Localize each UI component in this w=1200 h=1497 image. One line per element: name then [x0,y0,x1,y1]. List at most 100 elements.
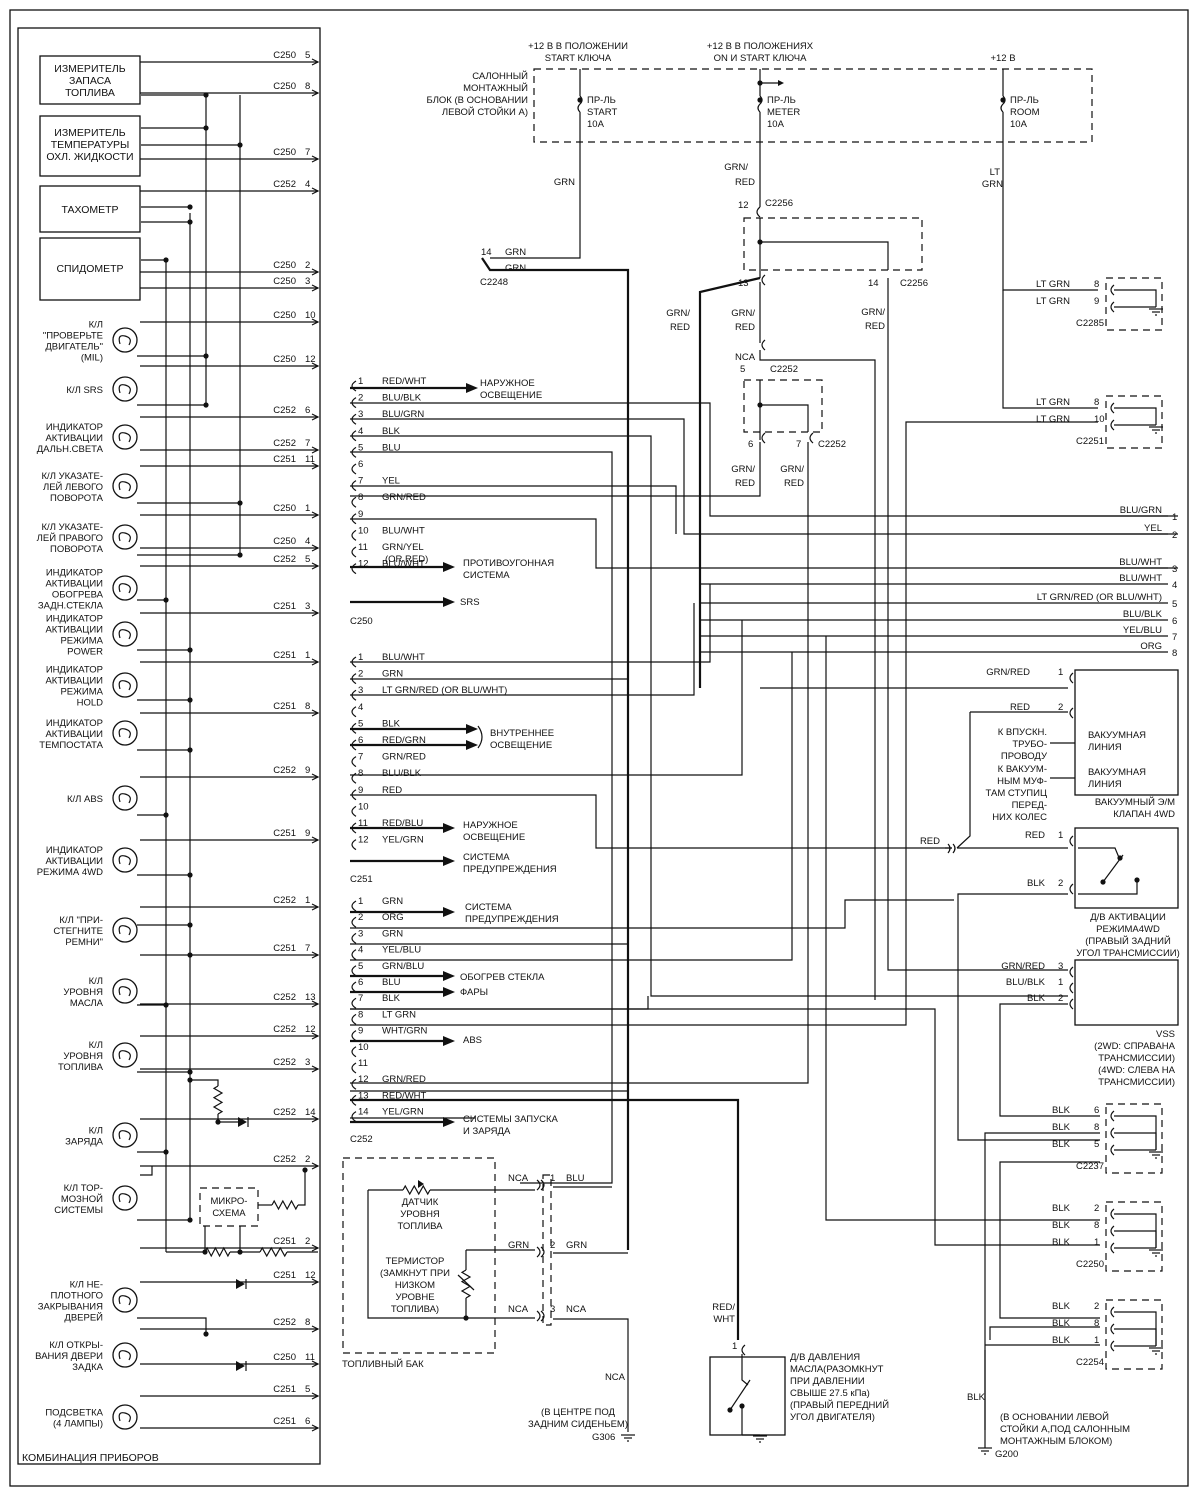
wire [350,418,1178,535]
lamp-icon [112,1185,138,1211]
connector-pin-number: 9 [358,509,363,520]
wire-color: LT GRN [382,1009,416,1020]
wire [999,1161,1100,1319]
wire-color: NCA [508,1173,529,1184]
filament-icon [118,855,131,866]
connector-pin [351,900,357,912]
gauge-box-temp [39,115,141,177]
connector-pin [351,706,357,718]
wire-color: BLU/WHT [382,652,425,663]
arrowhead [466,724,478,734]
junction-dot [163,812,169,818]
wire-color: RED [670,322,690,333]
wire-color: GRN/ [731,308,755,319]
pin-arrow [311,1244,320,1252]
filament-icon [118,793,131,804]
cluster-pin-conn: C252 [273,1107,296,1118]
splice-name: C2252 [770,364,798,375]
brace [477,725,483,749]
wire-color: BLU [382,442,401,453]
cluster-pin-conn: C250 [273,147,296,158]
junction-dot [463,1315,469,1321]
arrowhead [443,597,455,607]
connector-pin [351,463,357,475]
wire [1002,142,1098,291]
cluster-pin-conn: C250 [273,1352,296,1363]
connector-pin-number: 2 [358,912,363,923]
connector-pin [761,274,766,286]
connector-pin-number: 6 [358,459,363,470]
wire-color: GRN/ [731,464,755,475]
pin-arrow [311,1278,320,1286]
vss-caption: ТРАНСМИССИИ) [1098,1077,1175,1088]
lamp-icon [112,917,138,943]
cluster-pin-conn: C252 [273,1024,296,1035]
wire [1114,1230,1157,1248]
wire-color: NCA [605,1372,626,1383]
cluster-pin-number: 11 [305,1352,315,1363]
junction-dot [203,353,209,359]
diode-icon [238,1117,247,1127]
junction-dot [739,1403,745,1409]
wire [759,350,876,1000]
splice-pin: 14 [868,278,879,289]
feed-label: START КЛЮЧА [545,53,612,64]
wire-color: RED [735,322,755,333]
lamp-label-power: РЕЖИМА [60,636,103,647]
wire-color: BLK [1052,1318,1071,1329]
splice-pin: 5 [740,364,745,375]
junction-dot [187,747,193,753]
junction-dot [163,1002,169,1008]
lamp-label-gate: К/Л ОТКРЫ- [49,1340,103,1351]
lamp-label-door: ЗАКРЫВАНИЯ [38,1302,103,1313]
cluster-pin-conn: C252 [273,992,296,1003]
connector-pin [351,563,357,575]
dest-label: ОБОГРЕВ СТЕКЛА [460,972,545,983]
cluster-pin-number: 8 [305,701,310,712]
inline-connector [952,843,956,854]
cluster-pin-number: 2 [305,1236,310,1247]
connector-box-C2250 [1105,1201,1163,1272]
wire-color: RED [784,478,804,489]
lamp-icon [112,785,138,811]
wire-color: GRN [505,247,526,258]
wire [350,442,809,1084]
wire-color: BLU/GRN [382,409,424,420]
connector-box-C2285 [1105,277,1163,331]
instrument-cluster: КОМБИНАЦИЯ ПРИБОРОВИЗМЕРИТЕЛЬЗАПАСАТОПЛИ… [17,27,321,1465]
wire [350,603,695,696]
bus-pin-number: 1 [1172,512,1177,523]
cluster-pin-number: 2 [305,260,310,271]
junction-dot [187,1217,193,1223]
vacuum-line-label: ЛИНИЯ [1088,742,1122,753]
wire-color: (OR RED) [385,554,428,565]
wire [984,1132,1100,1430]
lamp-label-tempostat: ТЕМПОСТАТА [39,740,103,751]
connector-pin-number: 2 [358,393,363,404]
filament-icon [118,1193,131,1204]
wire [298,1170,306,1206]
fuse-label: ПР-ЛЬ [587,95,616,106]
cluster-pin-conn: C251 [273,701,296,712]
sender-label: УРОВНЯ [400,1209,440,1220]
oil-switch-caption: (ПРАВЫЙ ПЕРЕДНИЙ [790,1399,889,1411]
wire [350,442,761,497]
cluster-pin-conn: C250 [273,310,296,321]
fusebox-label: ЛЕВОЙ СТОЙКИ А) [442,106,528,118]
filament-icon [118,1130,131,1141]
bus-wire-color: YEL/BLU [1123,625,1162,636]
lamp-label-backlight: ПОДСВЕТКА [45,1408,103,1419]
wire-color: GRN/RED [1001,961,1045,972]
switch-caption: (ПРАВЫЙ ЗАДНИЙ [1085,935,1171,947]
dest-label: НАРУЖНОЕ [480,378,535,389]
pin-arrow [311,1360,320,1368]
wire [350,794,952,849]
connector-pin [1110,1306,1115,1318]
switch-4wd-box [1074,827,1179,909]
lamp-label-hold: HOLD [77,698,104,709]
lamp-label-brake: МОЗНОЙ [61,1193,103,1205]
vss-caption: VSS [1156,1029,1175,1040]
g306-caption: ЗАДНИМ СИДЕНЬЕМ) [528,1419,628,1430]
wire [350,485,677,534]
wire-color: BLK [1052,1105,1071,1116]
